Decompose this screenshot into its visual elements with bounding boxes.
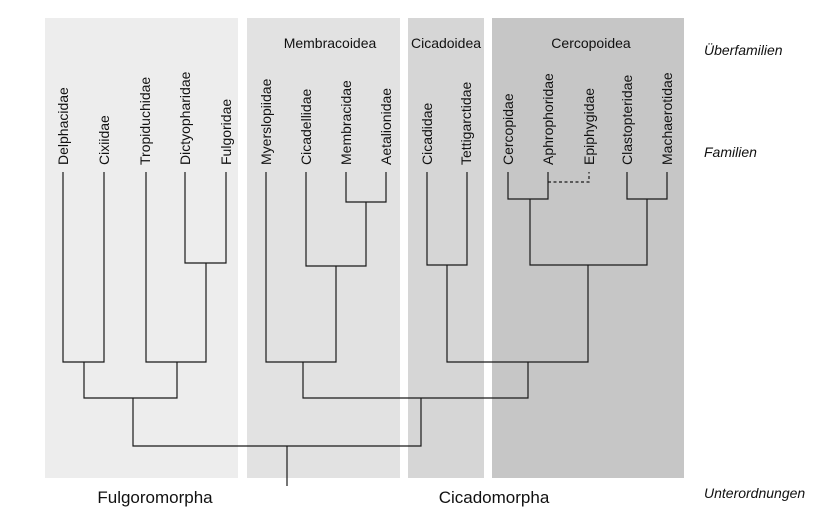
suborder-label-fulgoromorpha: Fulgoromorpha: [97, 488, 213, 507]
cercopoidea-panel: [492, 18, 684, 478]
membracoidea-panel: [247, 18, 400, 478]
branch-membracoidea: [265, 172, 337, 363]
suborder-label-cicadomorpha: Cicadomorpha: [439, 488, 550, 507]
family-label-dictyopharidae: Dictyopharidae: [177, 71, 193, 165]
family-label-tropiduchidae: Tropiduchidae: [137, 77, 153, 165]
branch-hemiptera-root: [132, 398, 422, 447]
branch-cicadoidea-cercopoidea: [446, 265, 589, 363]
branch-cicadomorpha: [302, 362, 529, 399]
family-label-myerslopiidae: Myerslopiidae: [258, 78, 274, 165]
branch-fulgoromorpha: [83, 362, 178, 399]
fulgoromorpha-panel: [45, 18, 238, 478]
tree-branches: [62, 172, 668, 486]
family-label-epiphygidae: Epiphygidae: [581, 88, 597, 165]
family-label-delphacidae: Delphacidae: [55, 87, 71, 165]
family-label-cixiidae: Cixiidae: [96, 115, 112, 165]
family-label-machaerotidae: Machaerotidae: [659, 72, 675, 165]
superfamily-label-cercopoidea: Cercopoidea: [551, 35, 631, 51]
family-label-fulgoridae: Fulgoridae: [218, 99, 234, 165]
branch-tropiduchidae-clade: [145, 172, 207, 363]
rank-label-families: Familien: [704, 144, 757, 160]
family-label-tettigarctidae: Tettigarctidae: [458, 82, 474, 165]
rank-label-superfamilies: Überfamilien: [704, 41, 783, 58]
superfamily-label-cicadoidea: Cicadoidea: [411, 35, 481, 51]
family-label-cicadidae: Cicadidae: [419, 103, 435, 165]
family-label-membracidae: Membracidae: [338, 80, 354, 165]
branch-cercopidae-aphrophoridae: [507, 172, 549, 200]
family-label-clastopteridae: Clastopteridae: [619, 75, 635, 165]
branch-epiphygidae-uncertain: [548, 172, 590, 183]
family-label-aetalionidae: Aetalionidae: [378, 88, 394, 165]
rank-label-suborders: Unterordnungen: [704, 485, 805, 501]
family-label-cicadellidae: Cicadellidae: [298, 89, 314, 165]
family-label-cercopidae: Cercopidae: [500, 93, 516, 165]
superfamily-label-membracoidea: Membracoidea: [284, 35, 377, 51]
family-label-aphrophoridae: Aphrophoridae: [540, 73, 556, 165]
